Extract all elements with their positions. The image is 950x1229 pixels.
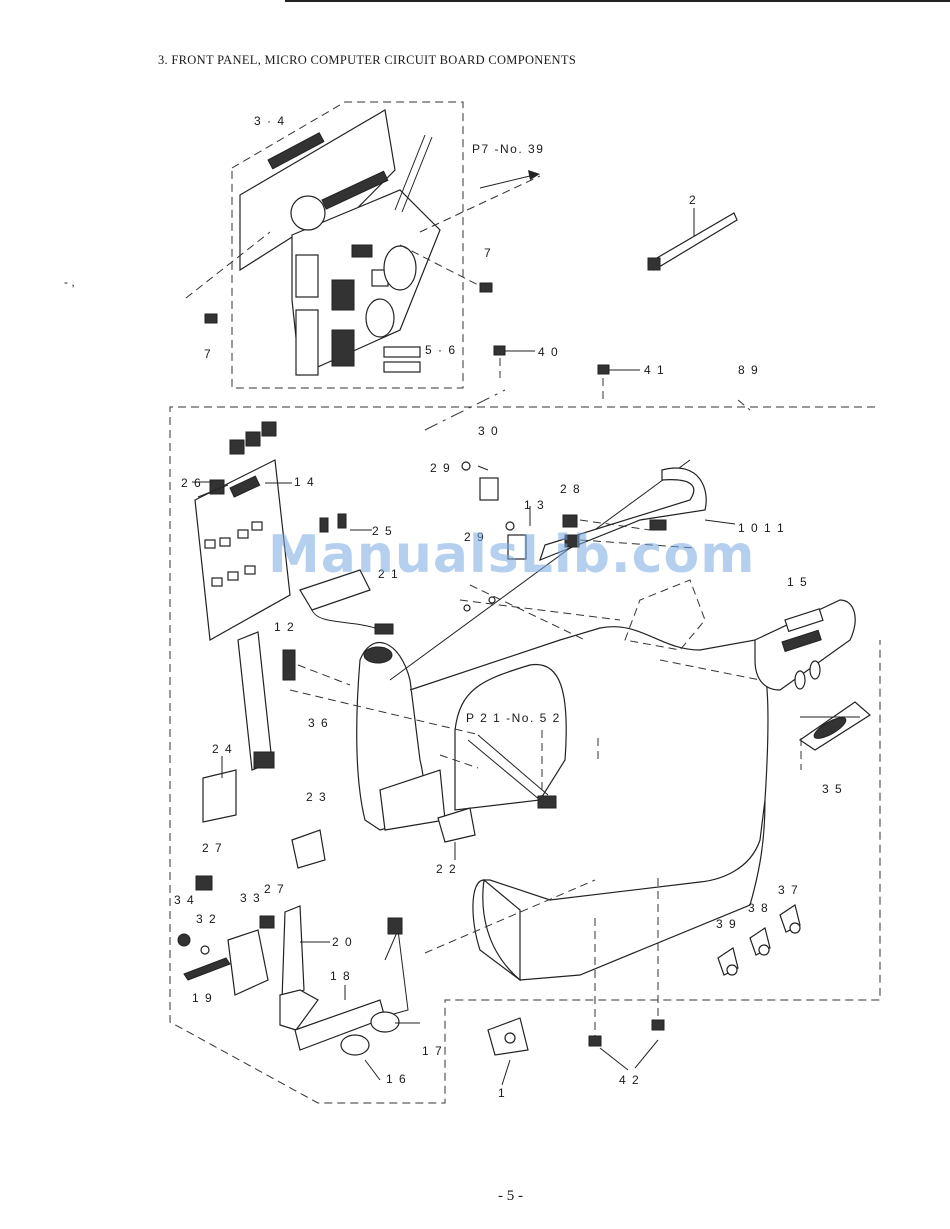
screws-40-41 (494, 346, 640, 400)
callout-24: 2 4 (212, 742, 233, 756)
callout-36: 3 6 (308, 716, 329, 730)
callout-33: 3 3 (240, 891, 261, 905)
callout-12: 1 2 (274, 620, 295, 634)
callout-28: 2 8 (560, 482, 581, 496)
callout-2: 2 (689, 193, 697, 207)
callout-42: 4 2 (619, 1073, 640, 1087)
callout-p7-no39: P7 -No. 39 (472, 142, 544, 156)
callout-27-lower: 2 7 (264, 882, 285, 896)
callout-7-right: 7 (484, 246, 492, 260)
callout-32: 3 2 (196, 912, 217, 926)
callout-18: 1 8 (330, 969, 351, 983)
callout-38: 3 8 (748, 901, 769, 915)
callout-37: 3 7 (778, 883, 799, 897)
callout-29-top: 2 9 (430, 461, 451, 475)
callout-27-upper: 2 7 (202, 841, 223, 855)
part-2-cable-tie (648, 208, 737, 270)
callout-7-left: 7 (204, 347, 212, 361)
callout-8-9: 8 9 (738, 363, 759, 377)
callout-16: 1 6 (386, 1072, 407, 1086)
page-number: - 5 - (498, 1188, 523, 1205)
callout-30: 3 0 (478, 424, 499, 438)
knobs-37-38-39 (718, 905, 800, 975)
callout-40: 4 0 (538, 345, 559, 359)
callout-3-4: 3 · 4 (254, 114, 286, 128)
callout-20: 2 0 (332, 935, 353, 949)
callout-23: 2 3 (306, 790, 327, 804)
callout-13: 1 3 (524, 498, 545, 512)
callout-39: 3 9 (716, 917, 737, 931)
callout-35: 3 5 (822, 782, 843, 796)
callout-34: 3 4 (174, 893, 195, 907)
control-panel-plate (192, 422, 350, 822)
callout-41: 4 1 (644, 363, 665, 377)
callout-5-6: 5 · 6 (425, 343, 457, 357)
callout-17: 1 7 (422, 1044, 443, 1058)
callout-22: 2 2 (436, 862, 457, 876)
callout-p21-no52: P 2 1 -No. 5 2 (466, 711, 561, 725)
callout-1: 1 (498, 1086, 506, 1100)
callout-15: 1 5 (787, 575, 808, 589)
callout-19: 1 9 (192, 991, 213, 1005)
watermark: ManualsLib.com (268, 525, 755, 585)
callout-14: 1 4 (294, 475, 315, 489)
lever-assembly (178, 876, 420, 1080)
callout-26: 2 6 (181, 476, 202, 490)
